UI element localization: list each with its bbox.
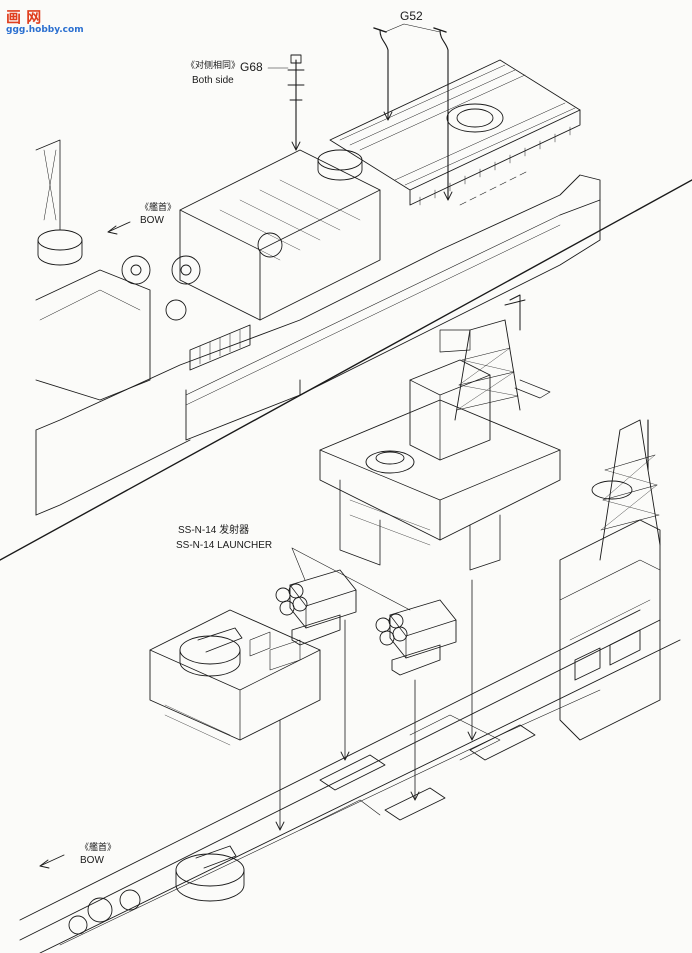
top-ship-hull <box>35 23 601 516</box>
both-side-note-cn: 《对侧相同》 <box>186 60 241 70</box>
launcher-label-en: SS-N-14 LAUNCHER <box>176 540 273 551</box>
gun-turret-assembly <box>149 609 321 831</box>
watermark-line2: ggg.hobby.com <box>6 25 84 35</box>
launcher-label-cn: SS-N-14 发射器 <box>178 525 250 536</box>
bottom-ship-hull <box>19 419 681 953</box>
ss-n-14-launcher-left <box>275 569 357 761</box>
watermark-logo: 画 网 ggg.hobby.com <box>4 6 84 36</box>
watermark-line1: 画 网 <box>6 8 42 26</box>
bow-label-cn-top: 《艦首》 <box>140 202 177 212</box>
part-label-g68: G68 <box>240 60 263 74</box>
part-label-g52: G52 <box>400 9 423 23</box>
bow-label-en-top: BOW <box>140 215 164 226</box>
launcher-callout <box>291 547 411 611</box>
superstructure-assembly <box>319 294 561 741</box>
both-side-note-en: Both side <box>192 75 234 86</box>
bow-label-cn-bottom: 《艦首》 <box>80 842 117 852</box>
bottom-bow-arrow <box>39 854 65 869</box>
bow-label-en-bottom: BOW <box>80 855 104 866</box>
ss-n-14-launcher-right <box>375 599 457 801</box>
panel-divider <box>0 179 692 561</box>
